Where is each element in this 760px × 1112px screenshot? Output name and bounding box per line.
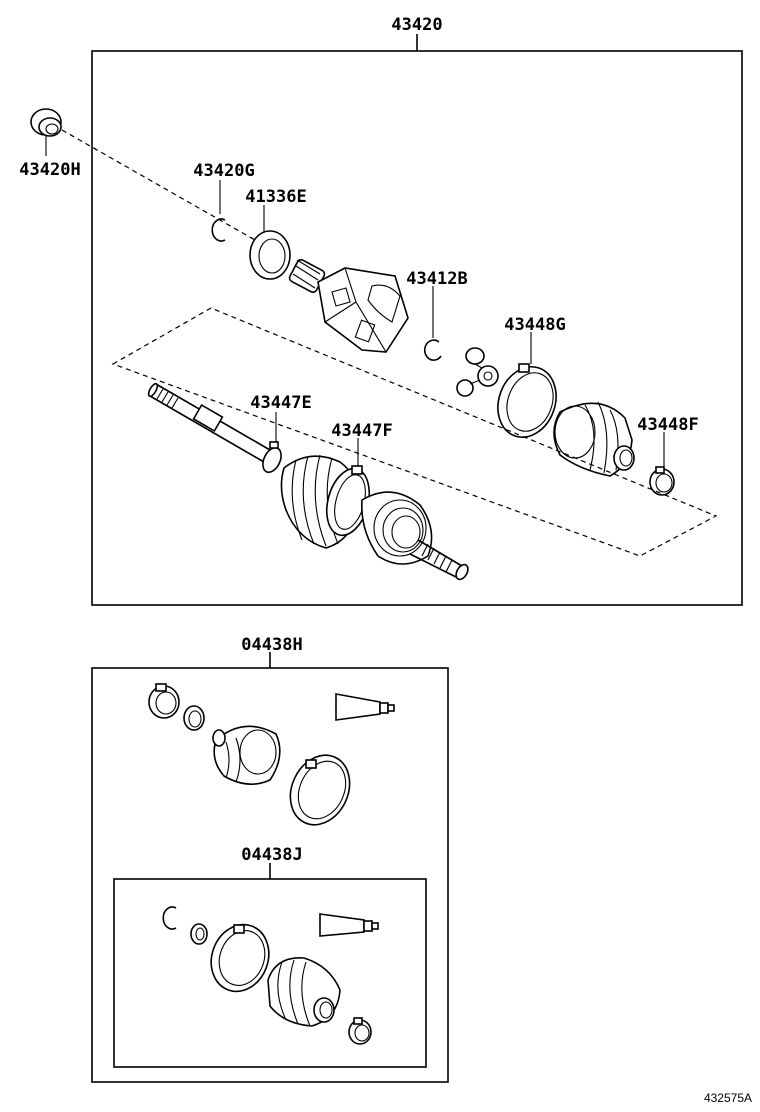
label-43420[interactable]: 43420 xyxy=(391,15,442,35)
label-04438h[interactable]: 04438H xyxy=(241,635,302,655)
part-43420h-bearing[interactable] xyxy=(30,108,62,137)
part-43448f-clamp[interactable] xyxy=(649,466,675,496)
kit-04438h-snap-ring[interactable] xyxy=(183,705,205,731)
label-43448g[interactable]: 43448G xyxy=(504,315,565,335)
label-43412b[interactable]: 43412B xyxy=(406,269,467,289)
label-43420g[interactable]: 43420G xyxy=(193,161,254,181)
label-43447f[interactable]: 43447F xyxy=(331,421,392,441)
part-inboard-boot[interactable] xyxy=(553,401,635,477)
kit-04438j-frame xyxy=(113,878,427,1068)
kit-04438j-large-clamp[interactable] xyxy=(202,916,278,999)
kit-04438j-grease-tube[interactable] xyxy=(319,913,379,937)
kit-04438j-small-clamp[interactable] xyxy=(348,1017,372,1045)
part-outboard-cv-joint[interactable] xyxy=(361,491,471,581)
part-43412b-snap-ring[interactable] xyxy=(423,339,442,361)
label-43447e[interactable]: 43447E xyxy=(250,393,311,413)
kit-04438j-snap-ring[interactable] xyxy=(162,906,177,930)
part-43420g-snap-ring[interactable] xyxy=(211,218,226,242)
kit-04438j: 04438J xyxy=(113,845,427,1068)
label-43448f[interactable]: 43448F xyxy=(637,415,698,435)
part-43447e-clamp[interactable] xyxy=(259,441,284,475)
kit-04438h-small-clamp[interactable] xyxy=(148,683,180,719)
kit-04438h-grease-tube[interactable] xyxy=(335,693,395,721)
kit-04438h-boot[interactable] xyxy=(212,725,281,785)
kit-04438h: 04438H xyxy=(91,635,449,1083)
assembly-43420: 43420 43420H 43420G 41336E xyxy=(19,15,743,606)
kit-04438j-ring[interactable] xyxy=(190,923,208,945)
part-43448g-clamp[interactable] xyxy=(488,359,565,446)
part-tripod-spider[interactable] xyxy=(456,347,499,397)
alignment-dashed-line xyxy=(61,129,256,241)
part-drive-shaft[interactable] xyxy=(147,382,271,463)
part-inboard-joint-housing[interactable] xyxy=(288,258,409,353)
label-43420h[interactable]: 43420H xyxy=(19,160,80,180)
kit-04438j-boot[interactable] xyxy=(267,957,341,1027)
kit-dashed-outline xyxy=(111,307,718,557)
figure-code: 432575A xyxy=(704,1091,752,1105)
label-04438j[interactable]: 04438J xyxy=(241,845,302,865)
part-41336e-seal[interactable] xyxy=(249,230,291,280)
label-41336e[interactable]: 41336E xyxy=(245,187,306,207)
kit-04438h-large-clamp[interactable] xyxy=(279,746,360,835)
